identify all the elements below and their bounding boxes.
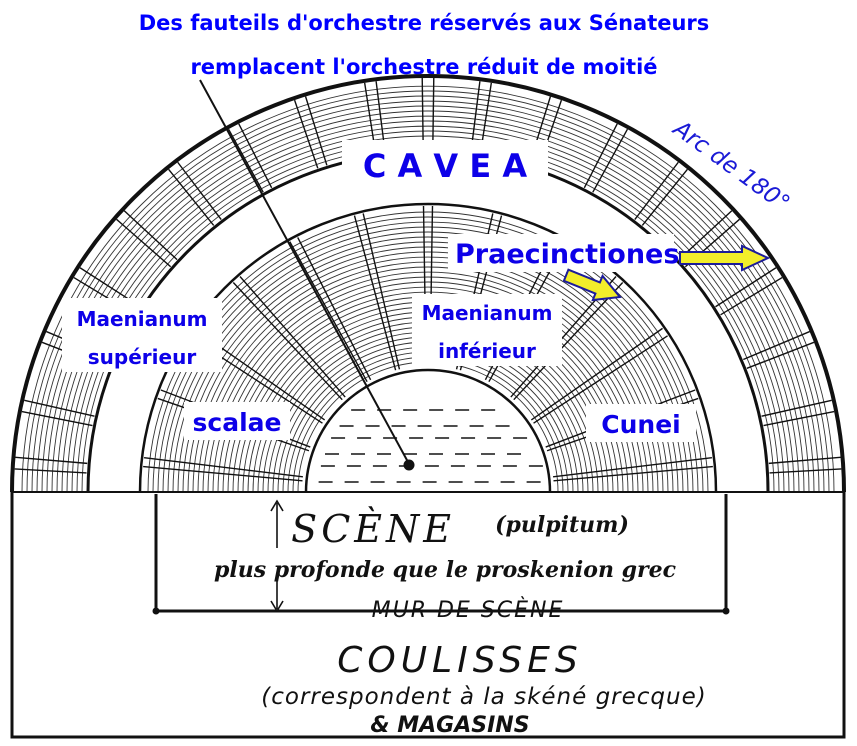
stair-line [304, 96, 328, 166]
stair-line [232, 282, 343, 401]
seat-row-arc [172, 236, 684, 493]
coulisses-label: COULISSES [337, 640, 583, 681]
stair-line [143, 456, 303, 478]
praecinctiones-arrow-outer [679, 244, 771, 272]
stair-line [353, 215, 397, 371]
stair-line [289, 241, 368, 383]
seat-row-arc [227, 291, 629, 493]
stair-line [238, 123, 273, 189]
depth-arrow-bottom [270, 580, 284, 613]
stair-line [634, 161, 679, 221]
seat-row-arc [182, 246, 674, 493]
cunei-label-bg [586, 404, 696, 442]
stair-line [592, 128, 629, 193]
stair-line [530, 327, 663, 421]
stair-line [769, 468, 842, 474]
maenianum-inferieur-line-2: inférieur [438, 339, 536, 363]
stair-line [362, 213, 401, 370]
seat-row-arc [287, 351, 569, 493]
caption-line-2: remplacent l'orchestre réduit de moitié [190, 55, 657, 79]
seat-row-arc [292, 356, 564, 493]
cunei-label: Cunei [601, 410, 680, 439]
seat-row-arc [202, 266, 654, 493]
maenianum-sup-label-bg [62, 298, 222, 372]
stair-line [123, 210, 178, 261]
stair-line [293, 99, 319, 169]
scalae-label: scalae [193, 408, 282, 437]
stair-line [743, 330, 810, 361]
maenianum-inferieur-line-1: Maenianum [422, 301, 553, 325]
scene-title: SCÈNE [291, 507, 455, 551]
maenianum-superieur-line-1: Maenianum [77, 307, 208, 331]
stair-line [553, 465, 713, 482]
stair-line [513, 282, 624, 401]
stair-line [715, 267, 777, 308]
praecinctiones-arrow-inner [562, 268, 622, 302]
stair-line [227, 128, 264, 193]
stair-line [641, 168, 688, 226]
stage-outline [154, 494, 728, 613]
stair-line [239, 276, 346, 398]
stair-line [421, 78, 424, 151]
stair-line [761, 399, 832, 417]
seat-row-arc [187, 251, 669, 493]
stair-line [116, 218, 172, 268]
maenianum-inf-label-bg [412, 294, 562, 366]
stair-line [168, 168, 215, 226]
stair-line [583, 123, 618, 189]
seat-row-arc [207, 271, 649, 493]
depth-arrow-top [270, 499, 284, 548]
pointer-line [199, 79, 409, 463]
orchestra-seats [318, 409, 543, 483]
stair-line [24, 399, 95, 417]
mur-de-scene-label: MUR DE SCÈNE [372, 597, 565, 623]
stage-corner-dot [152, 607, 160, 615]
stair-line [432, 78, 435, 151]
radial-stairs [14, 78, 842, 482]
stair-line [21, 410, 93, 427]
seat-row-arc [192, 256, 664, 493]
stair-line [15, 456, 88, 465]
stair-line [746, 341, 815, 369]
stair-line [720, 276, 783, 316]
stair-line [763, 410, 835, 427]
pulpitum-label: (pulpitum) [495, 512, 629, 538]
praecinctiones-label-bg [448, 234, 674, 272]
stair-line [143, 465, 303, 482]
scalae-label-bg [184, 402, 290, 440]
praecinctiones-label: Praecinctiones [455, 239, 679, 270]
seat-row-arc [217, 281, 639, 493]
seat-row-arc [212, 276, 644, 493]
magasins-label: & MAGASINS [370, 713, 529, 738]
cavea-label-bg [342, 140, 548, 190]
seat-row-arc [222, 286, 634, 493]
orchestra-arc [304, 368, 552, 493]
seat-row-arc [297, 361, 559, 493]
caption-line-1: Des fauteils d'orchestre réservés aux Sé… [139, 11, 710, 35]
coulisses-note: (correspondent à la skéné grecque) [261, 684, 706, 710]
stage-corner-dot [722, 607, 730, 615]
cavea-label: C A V E A [363, 147, 527, 185]
stair-line [177, 161, 222, 221]
building-outline [10, 492, 846, 739]
stair-line [768, 456, 841, 465]
pointer-dot [403, 459, 415, 471]
seat-row-arc [197, 261, 659, 493]
stair-line [14, 468, 87, 474]
stair-line [553, 456, 713, 478]
maenianum-superieur-line-2: supérieur [88, 345, 197, 369]
seat-row-arc [177, 241, 679, 493]
stair-line [297, 237, 372, 381]
outer-arc [10, 74, 846, 493]
scene-note: plus profonde que le proskenion grec [214, 557, 677, 583]
stair-line [533, 335, 668, 424]
